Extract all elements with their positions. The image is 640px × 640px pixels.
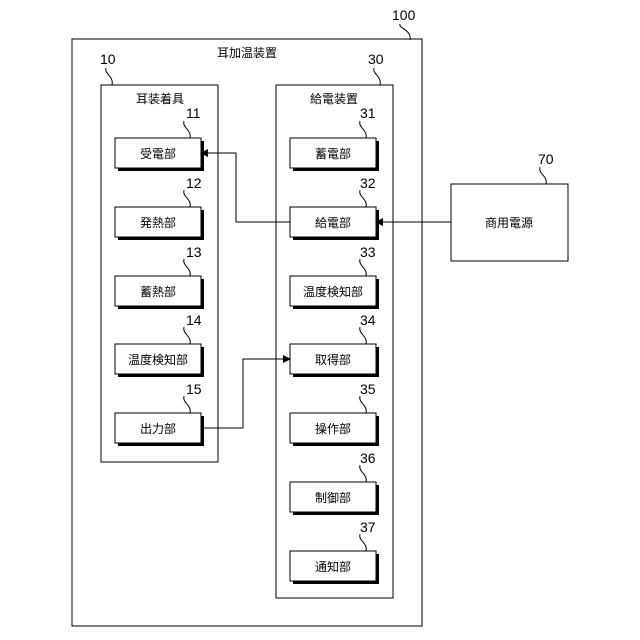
block-temp-sensor-ear: 温度検知部 14 [115,312,204,377]
block-label: 取得部 [315,352,351,367]
commercial-power-label: 商用電源 [485,215,533,230]
block-ref: 12 [186,175,202,191]
block-ref: 31 [360,105,376,121]
block-ref: 13 [186,244,202,260]
block-operation: 操作部 35 [290,381,379,446]
block-output: 出力部 15 [115,381,204,446]
block-ref: 34 [360,312,376,328]
ear-unit-title: 耳装着具 [136,91,184,106]
ear-unit-ref-leader [106,68,113,85]
block-label: 受電部 [140,146,176,161]
block-notification: 通知部 37 [290,519,379,584]
block-ref: 33 [360,244,376,260]
block-battery: 蓄電部 31 [290,105,379,171]
power-unit-ref: 30 [368,51,384,67]
block-label: 温度検知部 [303,284,363,299]
block-ref: 32 [360,175,376,191]
block-label: 蓄熱部 [140,284,176,299]
block-receiver: 受電部 11 [115,105,204,171]
commercial-power: 商用電源 70 [451,151,568,261]
block-label: 温度検知部 [128,352,188,367]
block-heater: 発熱部 12 [115,175,204,240]
power-unit-ref-leader [374,68,381,85]
block-label: 出力部 [140,421,176,436]
block-acquisition: 取得部 34 [290,312,379,377]
block-heat-storage: 蓄熱部 13 [115,244,204,309]
device-title: 耳加温装置 [217,46,277,60]
block-temp-sensor-power: 温度検知部 33 [290,244,379,309]
block-label: 発熱部 [140,215,176,230]
commercial-power-ref: 70 [538,151,554,167]
block-ref: 14 [186,312,202,328]
block-power-feeder: 給電部 32 [290,175,379,240]
block-ref: 35 [360,381,376,397]
block-control: 制御部 36 [290,450,379,515]
block-ref: 11 [186,105,201,121]
block-label: 操作部 [315,421,351,436]
ear-unit-ref: 10 [100,51,116,67]
arrow-feeder-to-receiver [201,153,290,222]
device-ref-leader [400,24,410,40]
power-unit-title: 給電装置 [310,92,358,106]
block-label: 通知部 [315,559,351,574]
block-label: 制御部 [315,490,351,505]
arrow-output-to-acquisition [201,359,290,428]
block-label: 給電部 [315,215,351,230]
block-ref: 36 [360,450,376,466]
block-ref: 37 [360,519,376,535]
block-label: 蓄電部 [315,146,351,161]
block-ref: 15 [186,381,202,397]
device-ref: 100 [392,7,416,23]
